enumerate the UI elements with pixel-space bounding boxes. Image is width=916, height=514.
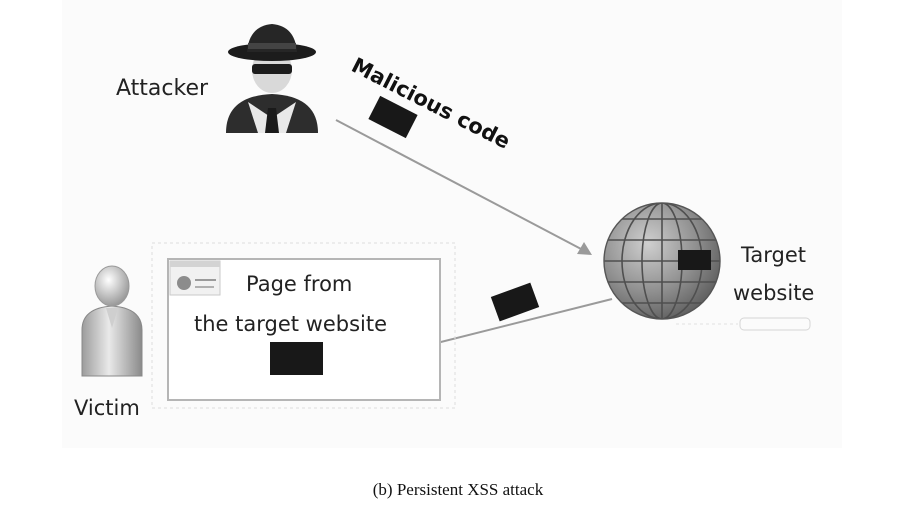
scan-artifact	[676, 317, 811, 331]
attacker-label: Attacker	[116, 76, 209, 101]
page-label-line1: Page from	[246, 272, 352, 296]
arrow-attacker-to-target	[335, 119, 592, 255]
figure-caption: (b) Persistent XSS attack	[372, 480, 544, 499]
payload-block-page	[270, 342, 323, 375]
payload-block-target	[678, 250, 711, 270]
attacker-spy-icon	[226, 24, 318, 133]
victim-person-icon	[81, 265, 143, 377]
page-label-line2: the target website	[194, 312, 387, 336]
victim-label: Victim	[74, 396, 140, 420]
target-label-line1: Target	[740, 243, 806, 267]
target-label-line2: website	[733, 281, 814, 305]
payload-block-attacker	[368, 95, 418, 139]
payload-block-transit	[490, 282, 540, 322]
browser-window-icon	[169, 260, 221, 296]
page-window	[151, 242, 456, 409]
